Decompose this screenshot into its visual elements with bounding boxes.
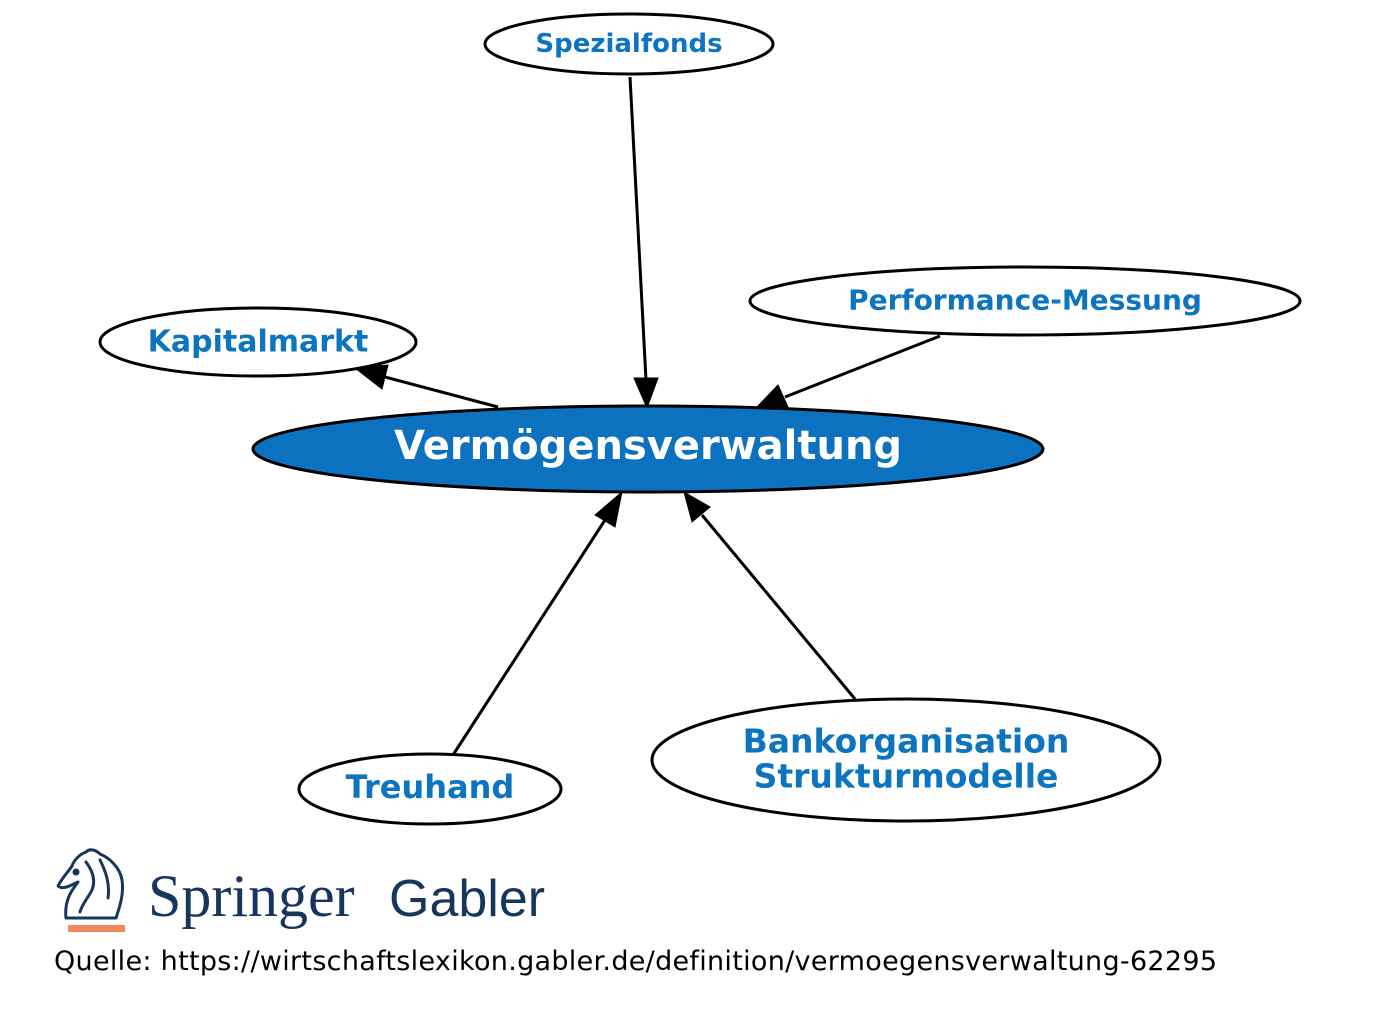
edges [353,76,941,756]
arrowhead-center-bottom-left [594,490,623,528]
arrowhead-center-right [753,384,789,410]
center-label: Vermögensverwaltung [394,423,902,469]
node-performance-messung: Performance-Messung [748,265,1302,337]
node-center: Vermögensverwaltung [251,404,1045,494]
brand-accent-bar [68,925,125,932]
edge-center-to-kapitalmarkt [384,375,499,409]
arrowhead-center-bottom-right [683,490,711,523]
node-label-kapitalmarkt: Kapitalmarkt [148,325,369,360]
brand-logo: Springer Gabler [56,848,545,932]
edge-bankorganisation-to-center [700,514,857,700]
edge-spezialfonds-to-center [628,76,648,381]
node-label-performance-messung: Performance-Messung [848,284,1202,317]
node-label-bankorganisation-line1: Bankorganisation [743,722,1070,761]
edge-treuhand-to-center [451,519,607,756]
node-label-spezialfonds: Spezialfonds [535,29,722,59]
node-kapitalmarkt: Kapitalmarkt [98,306,418,378]
node-label-treuhand: Treuhand [346,768,515,806]
node-treuhand: Treuhand [297,752,563,826]
knight-horse-icon [56,848,124,920]
node-bankorganisation: Bankorganisation Strukturmodelle [650,697,1162,823]
edge-performance-to-center [784,334,941,399]
brand-name-gabler: Gabler [389,870,545,928]
source-citation: Quelle: https://wirtschaftslexikon.gable… [54,946,1218,977]
brand-name-springer: Springer [148,863,355,929]
node-spezialfonds: Spezialfonds [483,12,775,76]
arrowhead-center-top [633,377,659,410]
node-label-bankorganisation-line2: Strukturmodelle [754,757,1059,796]
